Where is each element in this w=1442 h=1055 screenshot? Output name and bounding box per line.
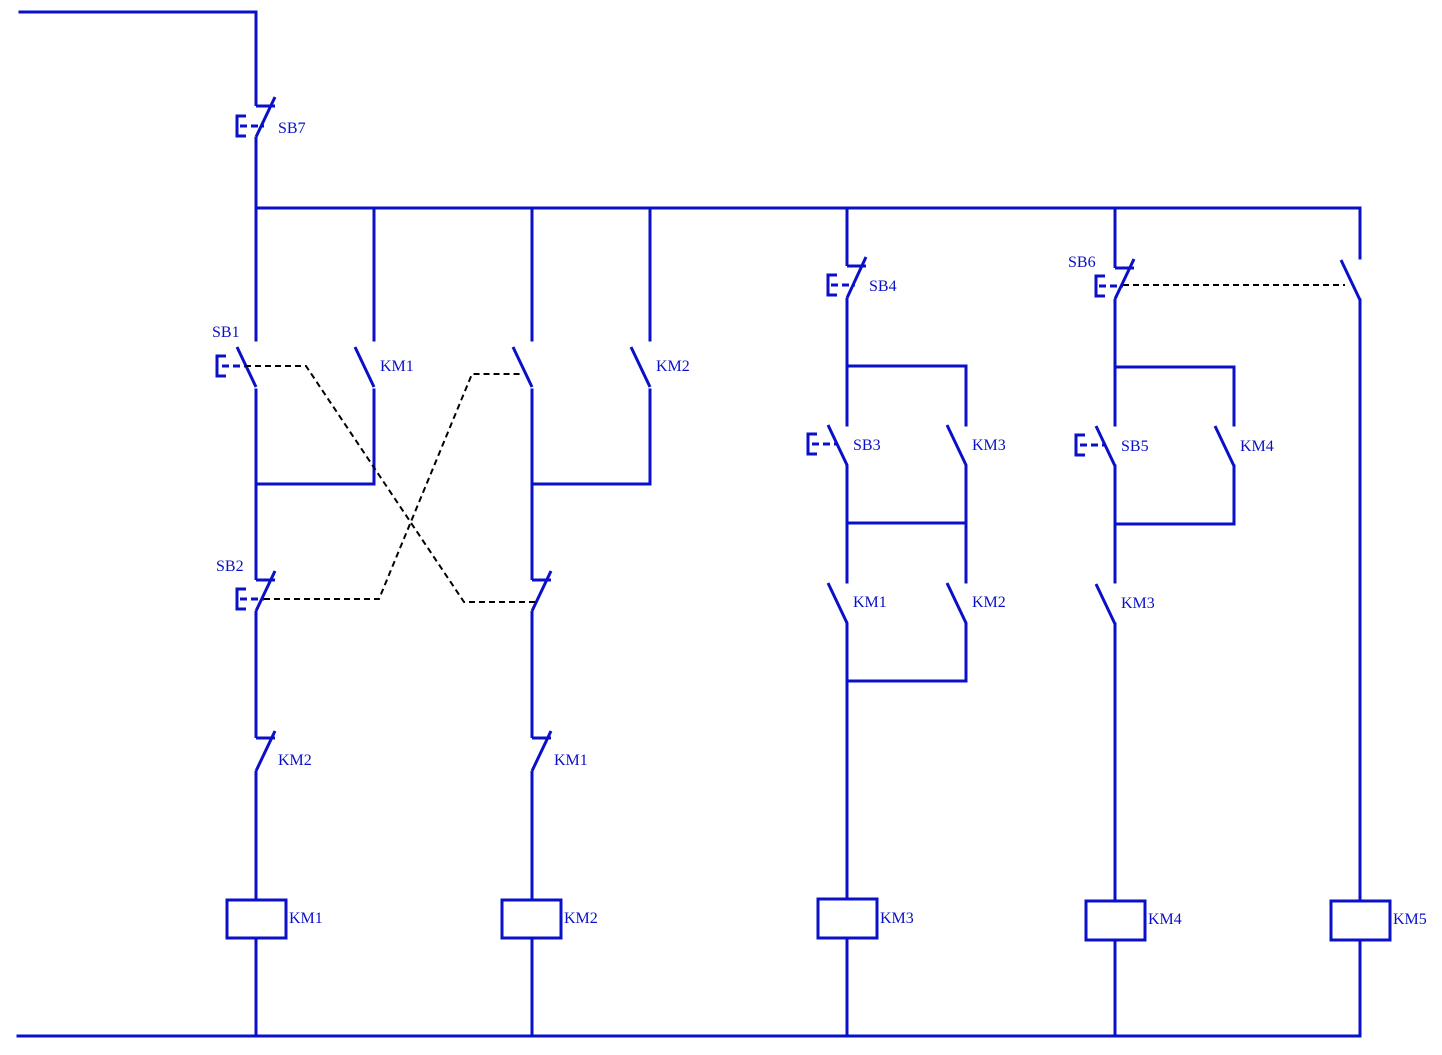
sb7-label: SB7 [278,120,306,137]
sb7-stop-button [235,96,277,148]
sb4-label: SB4 [869,278,897,295]
km5-coil [1329,899,1392,942]
supply-wiring [16,10,1362,1038]
km1-contact-branch3 [826,582,849,624]
km2-interlock-label: KM2 [278,752,312,769]
km1-holding-label: KM1 [380,358,414,375]
sb6-linked-contact [1339,259,1362,301]
sb2-interlock-button [235,570,277,622]
km1-coil-label: KM1 [289,910,323,927]
branch-km4-wiring [1113,206,1236,1038]
sb4-stop-button [826,256,868,310]
branch-km1-wiring [254,206,376,1038]
km4-coil-label: KM4 [1148,911,1182,928]
sb1-label: SB1 [212,324,240,341]
km2-interlock-contact [254,728,277,782]
km2-branch3-label: KM2 [972,594,1006,611]
km1-branch3-label: KM1 [853,594,887,611]
sb6-label: SB6 [1068,254,1096,271]
sb3-start-button [806,424,849,466]
branch2-start-contact [511,346,534,388]
km1-interlock-contact [530,728,553,782]
km4-holding-contact [1213,425,1236,467]
km2-coil-label: KM2 [564,910,598,927]
km3-holding-label: KM3 [972,437,1006,454]
km2-holding-label: KM2 [656,358,690,375]
km3-coil [816,897,879,940]
km4-holding-label: KM4 [1240,438,1274,455]
km3-holding-contact [945,424,968,466]
sb5-start-button [1074,425,1117,467]
km1-interlock-label: KM1 [554,752,588,769]
sb5-label: SB5 [1121,438,1149,455]
branch-km3-wiring [845,206,968,1038]
km2-coil [500,898,563,940]
km2-contact-branch3 [945,582,968,624]
sb2-label: SB2 [216,558,244,575]
mechanical-link-sb1 [245,365,537,603]
km4-coil [1084,899,1147,942]
branch2-interlock-contact [530,570,553,622]
km3-coil-label: KM3 [880,910,914,927]
km2-holding-contact [629,346,652,388]
sb3-label: SB3 [853,437,881,454]
branch-km2-wiring [530,206,652,1038]
km1-holding-contact [353,346,376,388]
km3-branch4-label: KM3 [1121,595,1155,612]
km1-coil [225,898,288,940]
sb6-stop-button [1094,258,1136,310]
mechanical-link-sb2 [264,373,522,600]
km5-coil-label: KM5 [1393,911,1427,928]
km3-contact-branch4 [1094,583,1117,625]
